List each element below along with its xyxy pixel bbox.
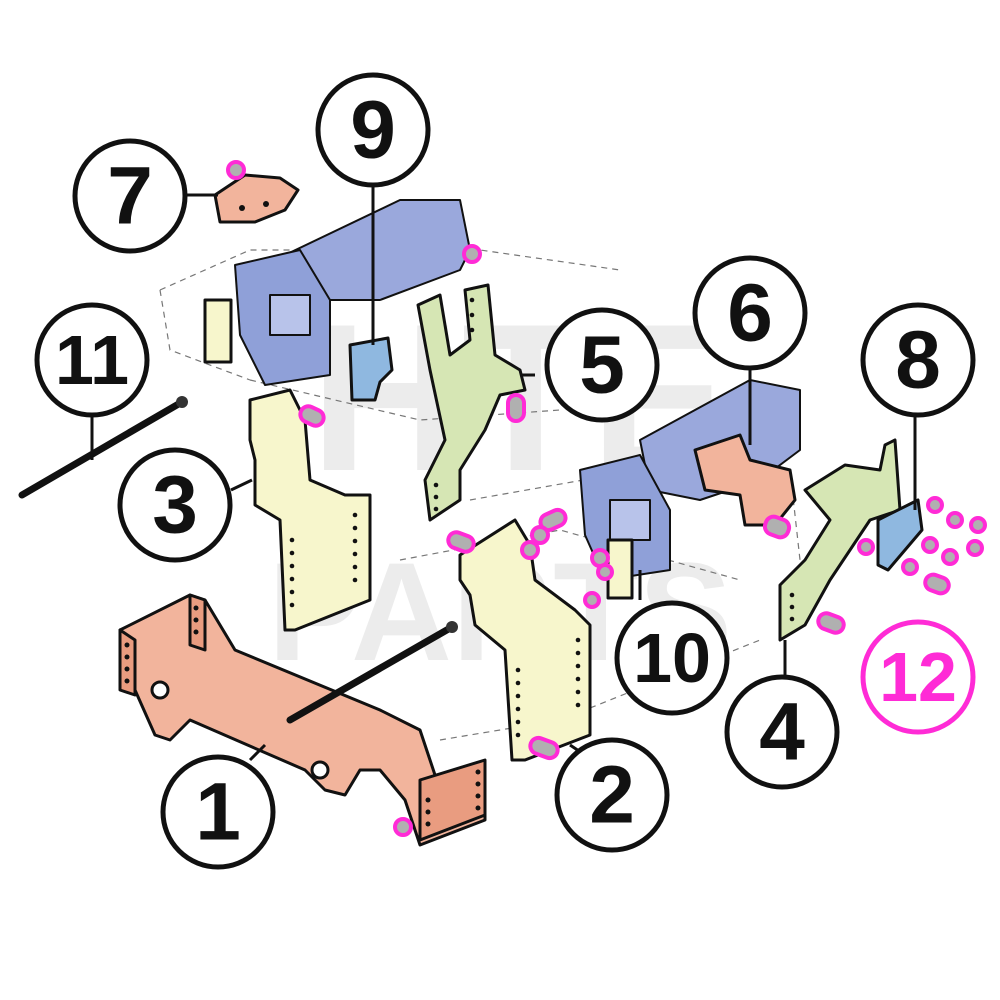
svg-text:12: 12 bbox=[879, 638, 957, 716]
svg-text:1: 1 bbox=[195, 767, 241, 858]
part-1-main-frame bbox=[118, 593, 487, 847]
part-6-plate bbox=[693, 433, 797, 527]
callout-8: 8 bbox=[860, 302, 976, 418]
callout-10: 10 bbox=[614, 600, 730, 716]
callout-5: 5 bbox=[544, 307, 660, 423]
callout-1: 1 bbox=[160, 754, 276, 870]
part-4-right-arm bbox=[778, 438, 902, 642]
callout-11: 11 bbox=[34, 302, 150, 418]
callout-9: 9 bbox=[315, 72, 431, 188]
svg-text:7: 7 bbox=[107, 151, 153, 242]
callout-7: 7 bbox=[72, 138, 188, 254]
svg-text:8: 8 bbox=[895, 315, 941, 406]
part-5-left-arm bbox=[416, 283, 527, 522]
svg-text:11: 11 bbox=[55, 321, 129, 399]
callout-4: 4 bbox=[724, 674, 840, 790]
callout-2: 2 bbox=[554, 737, 670, 853]
part-8-plate bbox=[876, 498, 924, 572]
callout-12: 12 bbox=[860, 619, 976, 735]
part-11-rod bbox=[18, 396, 458, 724]
svg-text:3: 3 bbox=[152, 460, 198, 551]
callout-6: 6 bbox=[692, 255, 808, 371]
leader-lines bbox=[90, 185, 917, 762]
part-7-small-bracket bbox=[213, 173, 300, 224]
part-9-angle-plate bbox=[348, 336, 394, 402]
svg-text:2: 2 bbox=[589, 750, 635, 841]
svg-text:5: 5 bbox=[579, 320, 625, 411]
callout-3: 3 bbox=[117, 447, 233, 563]
svg-text:6: 6 bbox=[727, 268, 773, 359]
vehicle-frame-left bbox=[234, 199, 471, 386]
svg-text:4: 4 bbox=[759, 687, 805, 778]
svg-text:10: 10 bbox=[633, 619, 711, 697]
svg-text:9: 9 bbox=[350, 85, 396, 176]
part-3-left-bracket bbox=[248, 388, 372, 632]
part-12-hardware bbox=[226, 160, 987, 837]
